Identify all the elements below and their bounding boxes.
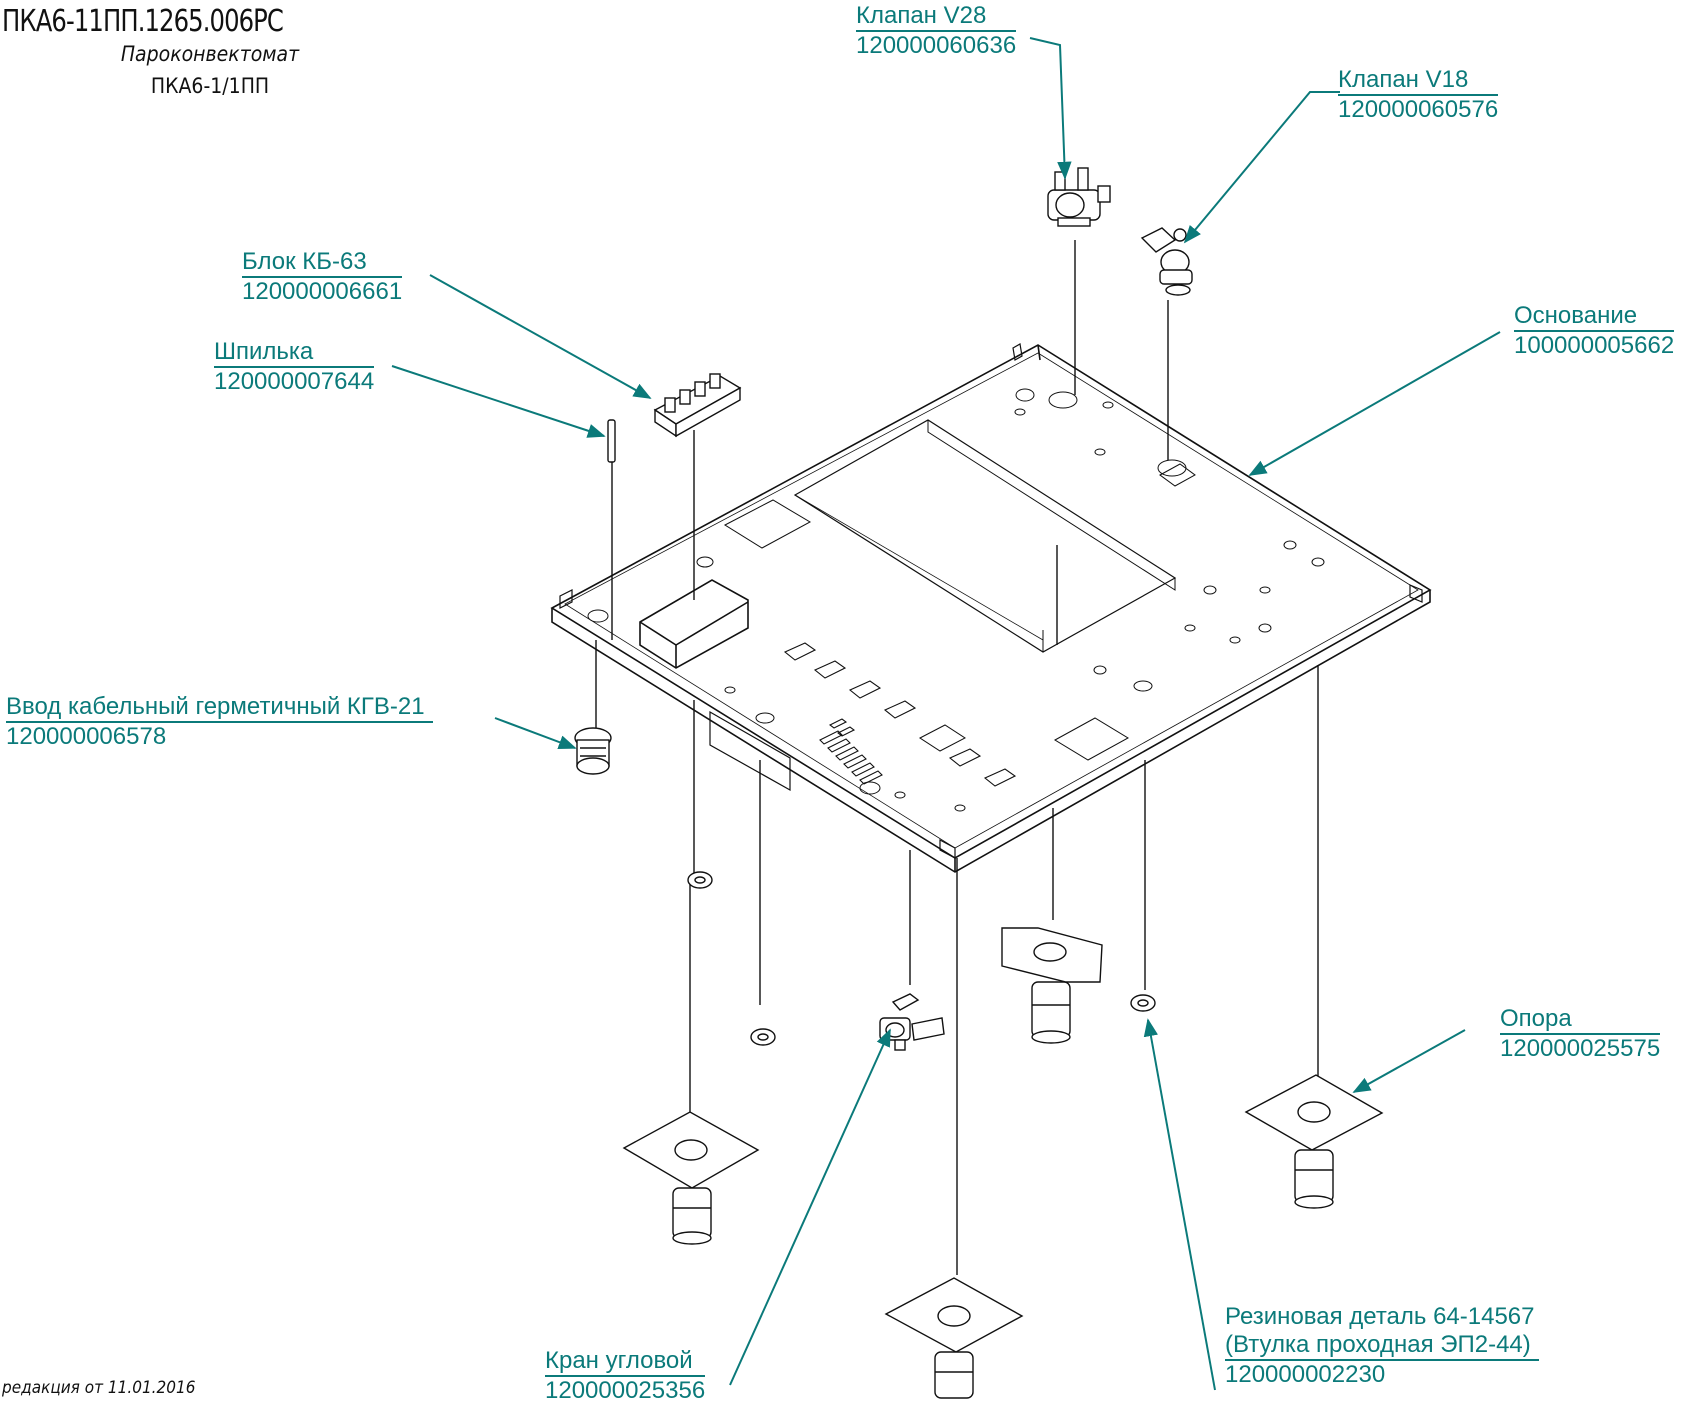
- valve-v28-part: [1047, 167, 1111, 227]
- title-block: ПКА6-11ПП.1265.006РС Пароконвектомат ПКА…: [0, 0, 360, 110]
- callout-rubber-part: Резиновая деталь 64-14567 (Втулка проход…: [1225, 1303, 1539, 1389]
- callout-name: Блок КБ-63: [242, 248, 403, 278]
- assembly-axes: [595, 240, 1319, 1275]
- callout-support: Опора 120000025575: [1500, 1005, 1661, 1063]
- callout-name: Опора: [1500, 1005, 1661, 1035]
- callout-angle-valve: Кран угловой 120000025356: [545, 1347, 706, 1405]
- callout-code: 120000002230: [1225, 1361, 1386, 1388]
- callout-code: 120000060636: [856, 32, 1017, 59]
- product-model: ПКА6-1/1ПП: [150, 74, 270, 98]
- callout-code: 120000007644: [214, 368, 375, 395]
- callout-valve-v28: Клапан V28 120000060636: [856, 2, 1017, 60]
- leader-lines: [391, 37, 1501, 1391]
- callout-name: Клапан V28: [856, 2, 1017, 32]
- callout-base: Основание 100000005662: [1514, 302, 1675, 360]
- callout-name-2: (Втулка проходная ЭП2-44): [1225, 1331, 1539, 1361]
- document-code: ПКА6-11ПП.1265.006РС: [2, 4, 284, 39]
- valve-v18-part: [1140, 227, 1193, 296]
- callout-code: 120000025575: [1500, 1035, 1661, 1062]
- callout-code: 120000006578: [6, 723, 167, 750]
- support-feet: [622, 927, 1384, 1399]
- cable-gland-part: [574, 727, 612, 775]
- callout-code: 100000005662: [1514, 332, 1675, 359]
- callout-name: Ввод кабельный герметичный КГВ-21: [6, 693, 433, 723]
- callout-code: 120000025356: [545, 1377, 706, 1404]
- base-plate: [550, 343, 1432, 873]
- stud-part: [607, 419, 616, 463]
- callout-valve-v18: Клапан V18 120000060576: [1338, 66, 1499, 124]
- callout-name: Резиновая деталь 64-14567: [1225, 1303, 1535, 1330]
- callout-block-kb63: Блок КБ-63 120000006661: [242, 248, 403, 306]
- callout-cable-gland: Ввод кабельный герметичный КГВ-21 120000…: [6, 693, 433, 751]
- callout-name: Клапан V18: [1338, 66, 1499, 96]
- callout-name: Основание: [1514, 302, 1675, 332]
- callout-name: Шпилька: [214, 338, 375, 368]
- revision-note: редакция от 11.01.2016: [2, 1378, 196, 1398]
- product-name: Пароконвектомат: [120, 42, 300, 66]
- angle-valve-part: [879, 993, 945, 1051]
- rubber-grommets: [687, 871, 1156, 1046]
- callout-stud: Шпилька 120000007644: [214, 338, 375, 396]
- callout-code: 120000006661: [242, 278, 403, 305]
- callout-name: Кран угловой: [545, 1347, 706, 1377]
- terminal-block-part: [653, 373, 742, 438]
- callout-code: 120000060576: [1338, 96, 1499, 123]
